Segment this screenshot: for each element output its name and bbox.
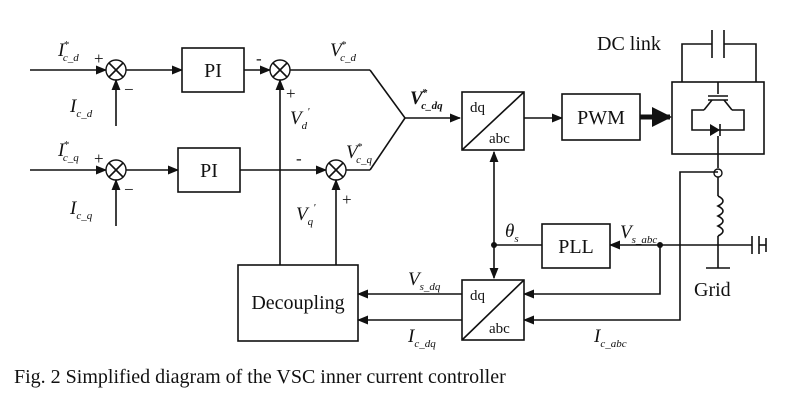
vcdq-merge-line-bottom — [369, 117, 406, 171]
pll-label: PLL — [558, 236, 594, 258]
svg-text:V*c_d: V*c_d — [330, 39, 356, 64]
abc-bottom-label: abc — [489, 321, 510, 337]
svg-text:I*c_q: I*c_q — [57, 139, 79, 164]
label-vcdq-ref: V*c_dq — [410, 87, 443, 112]
sum3-minus-sign: - — [256, 49, 262, 68]
label-vs-abc: Vs_abc — [620, 222, 657, 246]
svg-text:θs: θs — [505, 221, 519, 245]
sum1-minus-sign: − — [124, 80, 134, 99]
label-icd: Ic_d — [69, 96, 93, 120]
label-vs-dq: Vs_dq — [408, 269, 441, 293]
label-vcd-ref: V*c_d — [330, 39, 356, 64]
figure-caption: Fig. 2 Simplified diagram of the VSC inn… — [14, 366, 506, 388]
grid-label: Grid — [694, 279, 731, 301]
svg-text:I*c_d: I*c_d — [57, 39, 79, 64]
label-icq: Ic_q — [69, 198, 93, 222]
pwm-label: PWM — [577, 107, 625, 129]
label-icd-ref: I*c_d — [57, 39, 79, 64]
sum1-plus-sign: + — [94, 49, 104, 68]
svg-text:Vs_abc: Vs_abc — [620, 222, 657, 246]
label-vd-prime: Vd' — [290, 106, 310, 132]
svg-text:Vd': Vd' — [290, 106, 310, 132]
svg-text:Vs_dq: Vs_dq — [408, 269, 441, 293]
label-ic-abc: Ic_abc — [593, 326, 627, 350]
dc-link-label: DC link — [597, 33, 661, 55]
svg-text:Ic_q: Ic_q — [69, 198, 93, 222]
decoupling-block — [237, 264, 359, 342]
label-ic-dq: Ic_dq — [407, 326, 436, 350]
pi-d-label: PI — [204, 60, 222, 82]
svg-text:Ic_d: Ic_d — [69, 96, 93, 120]
pi-q-label: PI — [200, 160, 218, 182]
svg-text:Vq': Vq' — [296, 202, 316, 228]
label-icq-ref: I*c_q — [57, 139, 79, 164]
pi-controller-d-block — [181, 47, 245, 93]
svg-text:Ic_abc: Ic_abc — [593, 326, 627, 350]
svg-text:V*c_dq: V*c_dq — [410, 87, 443, 112]
grid-capacitor-icon — [718, 236, 767, 254]
label-vcq-ref: V*c_q — [346, 141, 372, 166]
pwm-block — [561, 93, 641, 141]
sum2-minus-sign: − — [124, 180, 134, 199]
label-theta-s: θs — [505, 221, 519, 245]
grid-inductor-icon — [706, 154, 730, 269]
abc-top-label: abc — [489, 131, 510, 147]
dc-link-capacitor-icon — [681, 30, 757, 82]
vs-abc-to-dq-line — [522, 245, 661, 299]
ic-abc-feedback-line — [522, 171, 718, 325]
block-diagram: PI PI Decoupling dq abc PWM — [30, 30, 767, 350]
svg-text:Ic_dq: Ic_dq — [407, 326, 436, 350]
pi-controller-q-block — [177, 147, 241, 193]
sum4-minus-sign: - — [296, 149, 302, 168]
dq-top-label: dq — [470, 100, 486, 116]
sum3-plus-sign: + — [286, 84, 296, 103]
decoupling-label: Decoupling — [251, 292, 344, 314]
svg-text:V*c_q: V*c_q — [346, 141, 372, 166]
dq-bottom-label: dq — [470, 288, 486, 304]
sum2-plus-sign: + — [94, 149, 104, 168]
pll-block — [541, 223, 611, 269]
sum4-plus-sign: + — [342, 190, 352, 209]
label-vq-prime: Vq' — [296, 202, 316, 228]
igbt-switch-icon — [691, 82, 745, 154]
